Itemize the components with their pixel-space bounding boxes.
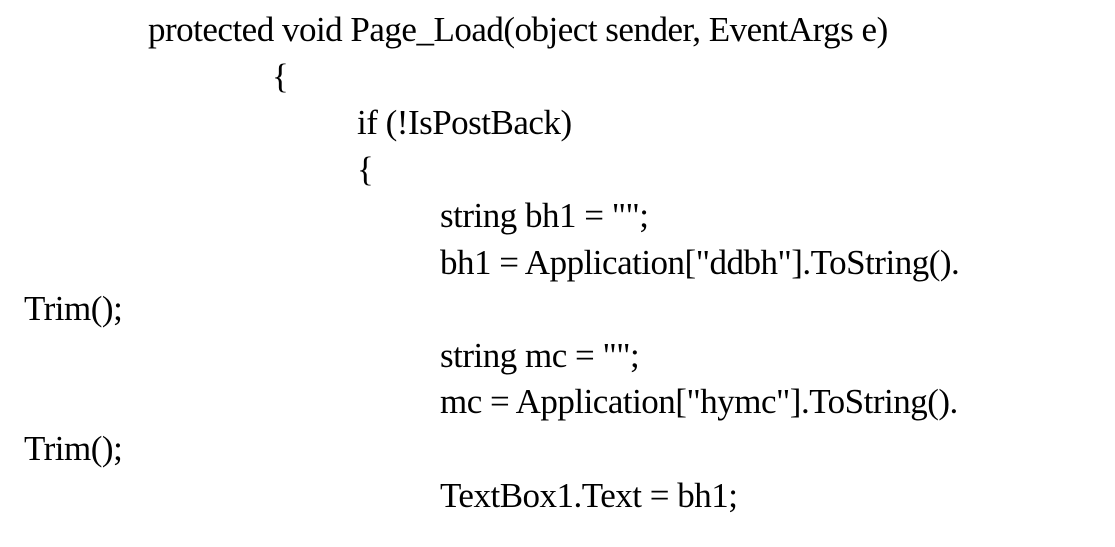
code-line-assign-mc-wrap: Trim(); — [24, 429, 123, 468]
code-line-if-statement: if (!IsPostBack) — [357, 103, 572, 142]
code-line-declare-mc: string mc = ""; — [440, 336, 640, 375]
code-line-assign-mc: mc = Application["hymc"].ToString(). — [440, 382, 958, 421]
code-line-assign-bh1-wrap: Trim(); — [24, 289, 123, 328]
code-line-method-signature: protected void Page_Load(object sender, … — [148, 10, 888, 49]
code-line-declare-bh1: string bh1 = ""; — [440, 196, 649, 235]
code-line-if-open-brace: { — [357, 150, 374, 189]
code-line-method-open-brace: { — [272, 57, 289, 96]
code-line-set-textbox: TextBox1.Text = bh1; — [440, 476, 738, 515]
code-line-assign-bh1: bh1 = Application["ddbh"].ToString(). — [440, 243, 960, 282]
